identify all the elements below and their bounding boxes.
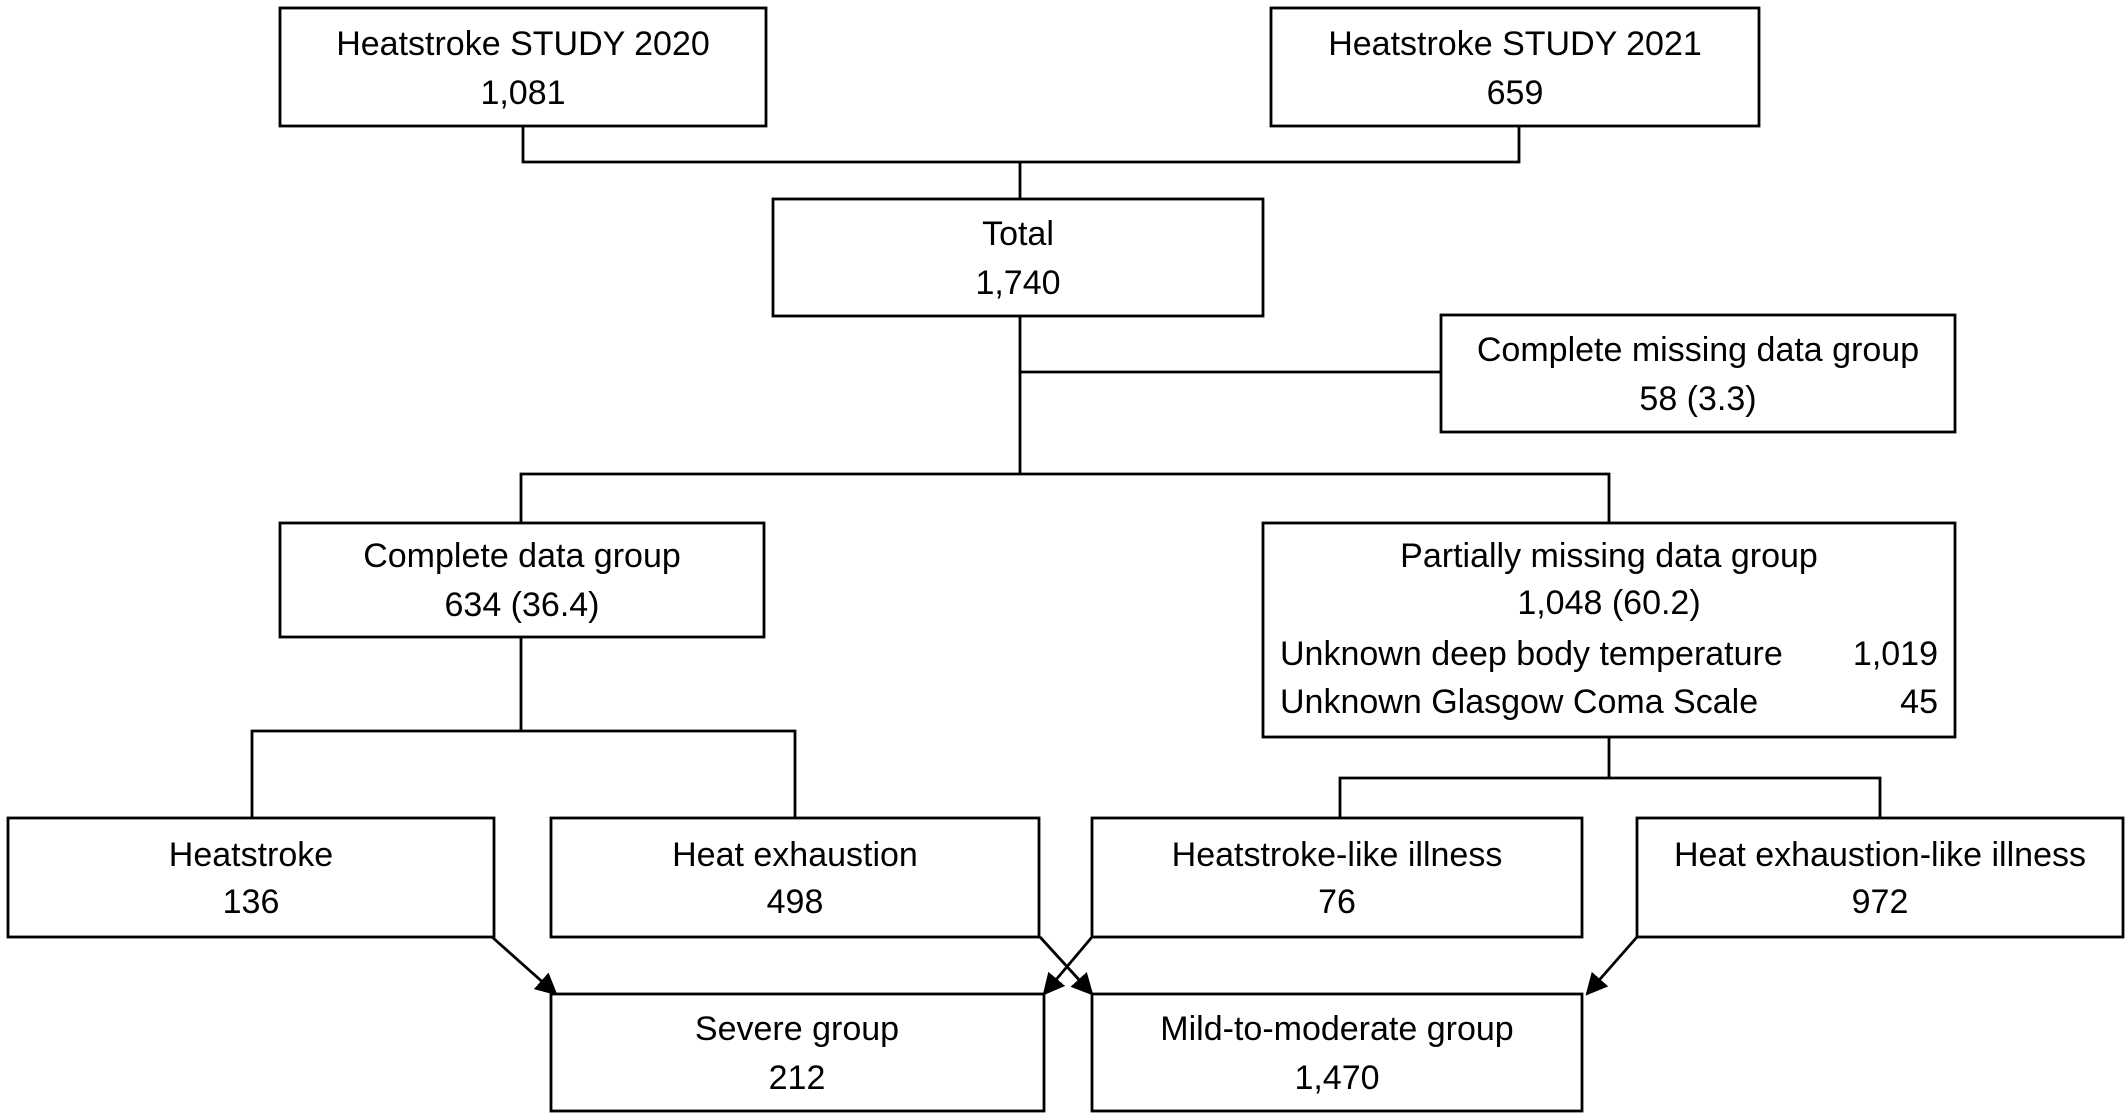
mild-moderate-group-box: Mild-to-moderate group 1,470: [1090, 992, 1584, 1113]
arrow-heatstroke-like-to-severe: [1042, 936, 1094, 996]
heat-exhaustion-count: 498: [767, 883, 824, 921]
heat-exhaustion-like-box: Heat exhaustion-like illness 972: [1635, 816, 2125, 939]
severe-group-box: Severe group 212: [549, 992, 1046, 1113]
heatstroke-like-label: Heatstroke-like illness: [1172, 836, 1503, 874]
study-2020-label: Heatstroke STUDY 2020: [336, 25, 710, 63]
heat-exhaustion-label: Heat exhaustion: [672, 836, 918, 874]
connectors: [250, 118, 1882, 818]
arrow-heat-exhaustion-to-mild-moderate: [1038, 936, 1094, 996]
connector-studies-to-total: [521, 118, 1521, 199]
heat-exhaustion-like-count: 972: [1852, 883, 1909, 921]
connector-total-to-missing: [1018, 315, 1441, 374]
arrow-heat-exhaustion-like-to-mild-moderate: [1585, 936, 1639, 996]
connector-complete-to-subtypes: [250, 637, 797, 818]
connector-total-to-groups: [519, 372, 1611, 523]
complete-missing-label: Complete missing data group: [1477, 331, 1919, 369]
heat-exhaustion-like-label: Heat exhaustion-like illness: [1674, 836, 2086, 874]
connector-partial-to-subtypes: [1338, 737, 1882, 818]
arrow-heatstroke-to-severe: [491, 935, 558, 996]
severe-group-count: 212: [769, 1059, 826, 1097]
heatstroke-label: Heatstroke: [169, 836, 333, 874]
complete-data-label: Complete data group: [363, 537, 681, 575]
heatstroke-count: 136: [223, 883, 280, 921]
study-2021-count: 659: [1487, 74, 1544, 112]
total-label: Total: [982, 215, 1054, 253]
complete-missing-count: 58 (3.3): [1639, 380, 1756, 418]
partially-missing-count: 1,048 (60.2): [1517, 584, 1700, 622]
unknown-deep-body-temperature-count: 1,019: [1853, 635, 1938, 673]
total-count: 1,740: [975, 264, 1060, 302]
mild-moderate-group-count: 1,470: [1294, 1059, 1379, 1097]
study-2021-label: Heatstroke STUDY 2021: [1328, 25, 1702, 63]
heat-exhaustion-box: Heat exhaustion 498: [549, 816, 1041, 939]
unknown-glasgow-coma-scale-label: Unknown Glasgow Coma Scale: [1280, 683, 1758, 721]
total-box: Total 1,740: [771, 197, 1265, 318]
mild-moderate-group-label: Mild-to-moderate group: [1160, 1010, 1513, 1048]
heatstroke-box: Heatstroke 136: [6, 816, 496, 939]
unknown-deep-body-temperature-label: Unknown deep body temperature: [1280, 635, 1783, 673]
severe-group-label: Severe group: [695, 1010, 899, 1048]
study-2020-box: Heatstroke STUDY 2020 1,081: [278, 6, 768, 128]
arrows: [491, 935, 1639, 996]
unknown-glasgow-coma-scale-count: 45: [1900, 683, 1938, 721]
partially-missing-label: Partially missing data group: [1400, 537, 1818, 575]
study-2021-box: Heatstroke STUDY 2021 659: [1269, 6, 1761, 128]
heatstroke-like-box: Heatstroke-like illness 76: [1090, 816, 1584, 939]
complete-data-box: Complete data group 634 (36.4): [278, 521, 766, 639]
heatstroke-like-count: 76: [1318, 883, 1356, 921]
study-2020-count: 1,081: [480, 74, 565, 112]
complete-missing-box: Complete missing data group 58 (3.3): [1439, 313, 1957, 434]
partially-missing-box: Partially missing data group 1,048 (60.2…: [1261, 521, 1957, 739]
complete-data-count: 634 (36.4): [445, 586, 600, 624]
